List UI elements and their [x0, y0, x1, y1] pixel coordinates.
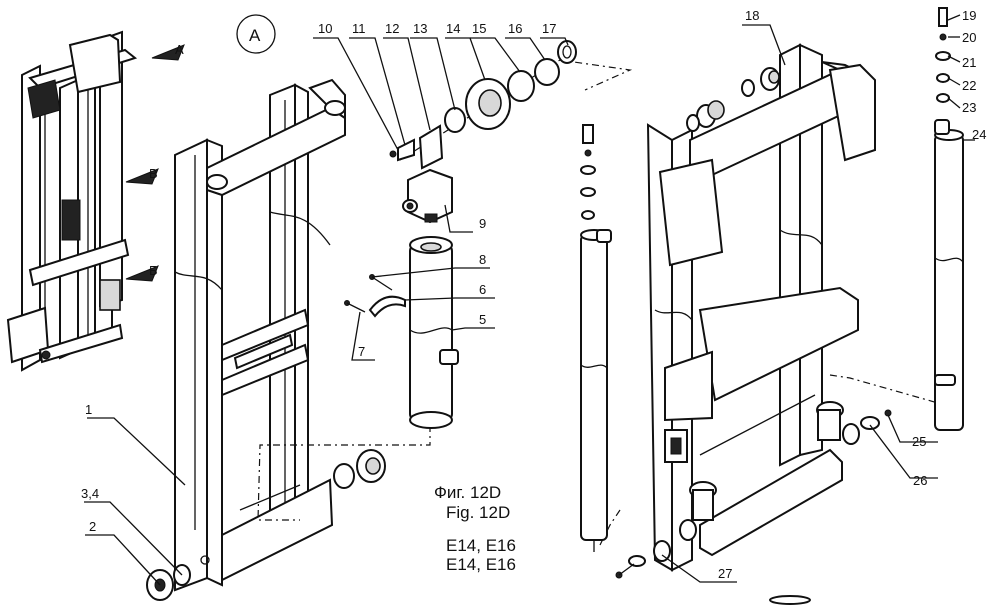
caption-en: Fig. 12D — [446, 503, 510, 522]
caption-ru: Фиг. 12D — [434, 483, 501, 502]
part-number-23: 23 — [962, 100, 976, 115]
view-arrow-a: A — [151, 42, 185, 61]
part-number-26: 26 — [913, 473, 927, 488]
part-number-17: 17 — [542, 21, 556, 36]
part-number-22: 22 — [962, 78, 976, 93]
lift-cylinder — [409, 236, 459, 429]
roller-2 — [146, 564, 191, 601]
hose-route-3 — [829, 374, 946, 406]
view-label-b: B — [149, 166, 158, 181]
hose-route-2 — [399, 59, 633, 161]
part-number-12: 12 — [385, 21, 399, 36]
mast-pin — [769, 595, 811, 605]
view-label-be: Б — [149, 263, 158, 278]
hose-clamp — [344, 274, 406, 318]
overview-mast — [6, 30, 138, 372]
cylinder-head — [402, 168, 453, 224]
part-number-27: 27 — [718, 566, 732, 581]
part-number-3-4: 3,4 — [81, 486, 99, 501]
free-lift-cylinder — [580, 124, 612, 552]
leader-lines — [84, 14, 975, 586]
part-number-25: 25 — [912, 434, 926, 449]
callout-a-label: A — [249, 26, 261, 45]
pipe-fitting-27 — [615, 540, 671, 579]
part-number-16: 16 — [508, 21, 522, 36]
hose-route-1 — [257, 425, 431, 521]
caption-models-1: E14, E16 — [446, 536, 516, 555]
part-number-6: 6 — [479, 282, 486, 297]
part-number-21: 21 — [962, 55, 976, 70]
view-arrow-be: Б — [125, 263, 159, 282]
part-number-11: 11 — [352, 21, 366, 36]
part-number-15: 15 — [472, 21, 486, 36]
mast-roller — [333, 449, 386, 489]
part-number-10: 10 — [318, 21, 332, 36]
outer-mast-frame — [174, 78, 346, 592]
part-number-labels: 1 2 3,4 5 6 7 8 9 10 11 12 13 14 15 16 1… — [81, 8, 986, 581]
view-arrow-b: B — [125, 166, 159, 185]
pipe-fitting-25-26 — [842, 409, 892, 445]
view-label-a: A — [175, 42, 184, 57]
part-number-5: 5 — [479, 312, 486, 327]
callout-a: A — [236, 14, 276, 54]
part-number-8: 8 — [479, 252, 486, 267]
pulley-assembly — [389, 40, 577, 170]
part-number-24: 24 — [972, 127, 986, 142]
tilt-cylinder — [934, 7, 964, 431]
part-number-13: 13 — [413, 21, 427, 36]
caption-models-2: E14, E16 — [446, 555, 516, 574]
part-number-2: 2 — [89, 519, 96, 534]
part-number-19: 19 — [962, 8, 976, 23]
inner-mast-frame — [646, 43, 876, 572]
hose-route-4 — [599, 509, 621, 546]
part-number-18: 18 — [745, 8, 759, 23]
figure-caption: Фиг. 12D Fig. 12D E14, E16 E14, E16 — [434, 483, 516, 574]
part-number-7: 7 — [358, 344, 365, 359]
part-number-9: 9 — [479, 216, 486, 231]
part-number-14: 14 — [446, 21, 460, 36]
part-number-1: 1 — [85, 402, 92, 417]
part-number-20: 20 — [962, 30, 976, 45]
